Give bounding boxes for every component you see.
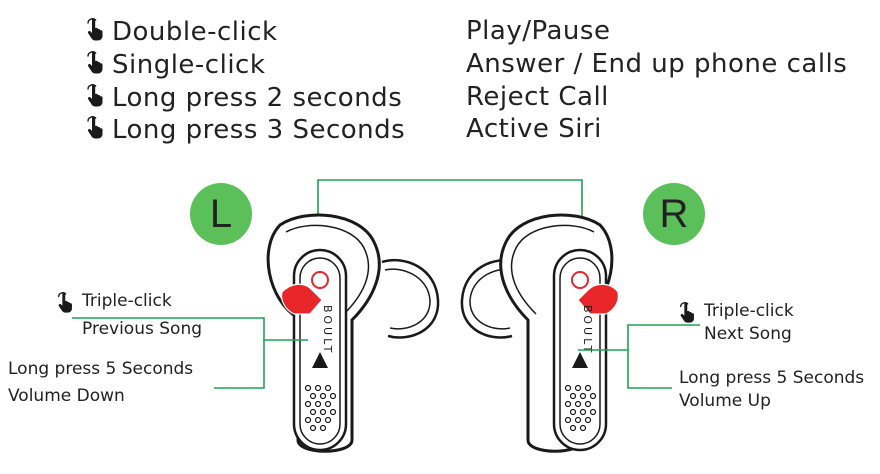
right-callout-line-lower <box>627 350 672 389</box>
left-callout-line <box>72 317 308 341</box>
left-earbud <box>266 213 440 453</box>
hand-pointer-icon <box>677 302 699 324</box>
gesture-label: Long press 2 seconds <box>112 83 403 113</box>
right-callout-line <box>578 324 700 351</box>
control-row-single-click: Single-click <box>84 51 265 78</box>
left-triple-click-label: Triple-click <box>82 291 172 311</box>
left-badge: L <box>190 183 252 245</box>
left-brand-text: BOULT <box>321 305 334 355</box>
action-label-reject-call: Reject Call <box>466 82 609 112</box>
control-row-long-press-3: Long press 3 Seconds <box>84 116 405 143</box>
left-long-press-action: Volume Down <box>8 386 125 406</box>
right-triple-click-action: Next Song <box>704 324 792 344</box>
gesture-label: Single-click <box>112 50 266 80</box>
action-label-active-siri: Active Siri <box>466 114 602 144</box>
right-triple-click-label: Triple-click <box>704 301 794 321</box>
control-row-long-press-2: Long press 2 seconds <box>84 84 402 111</box>
right-badge: R <box>643 183 705 245</box>
gesture-label: Double-click <box>112 17 278 47</box>
control-row-double-click: Double-click <box>84 18 278 45</box>
left-callout-line-lower <box>214 340 265 389</box>
right-long-press-label: Long press 5 Seconds <box>679 368 865 388</box>
hand-pointer-icon <box>55 292 77 314</box>
action-label-answer-end: Answer / End up phone calls <box>466 49 848 79</box>
left-triple-click-action: Previous Song <box>82 319 203 339</box>
right-long-press-action: Volume Up <box>679 391 771 411</box>
gesture-label: Long press 3 Seconds <box>112 115 406 145</box>
right-brand-text: BOULT <box>581 305 594 355</box>
left-long-press-label: Long press 5 Seconds <box>8 359 194 379</box>
action-label-play-pause: Play/Pause <box>466 16 611 46</box>
right-earbud <box>460 213 619 453</box>
